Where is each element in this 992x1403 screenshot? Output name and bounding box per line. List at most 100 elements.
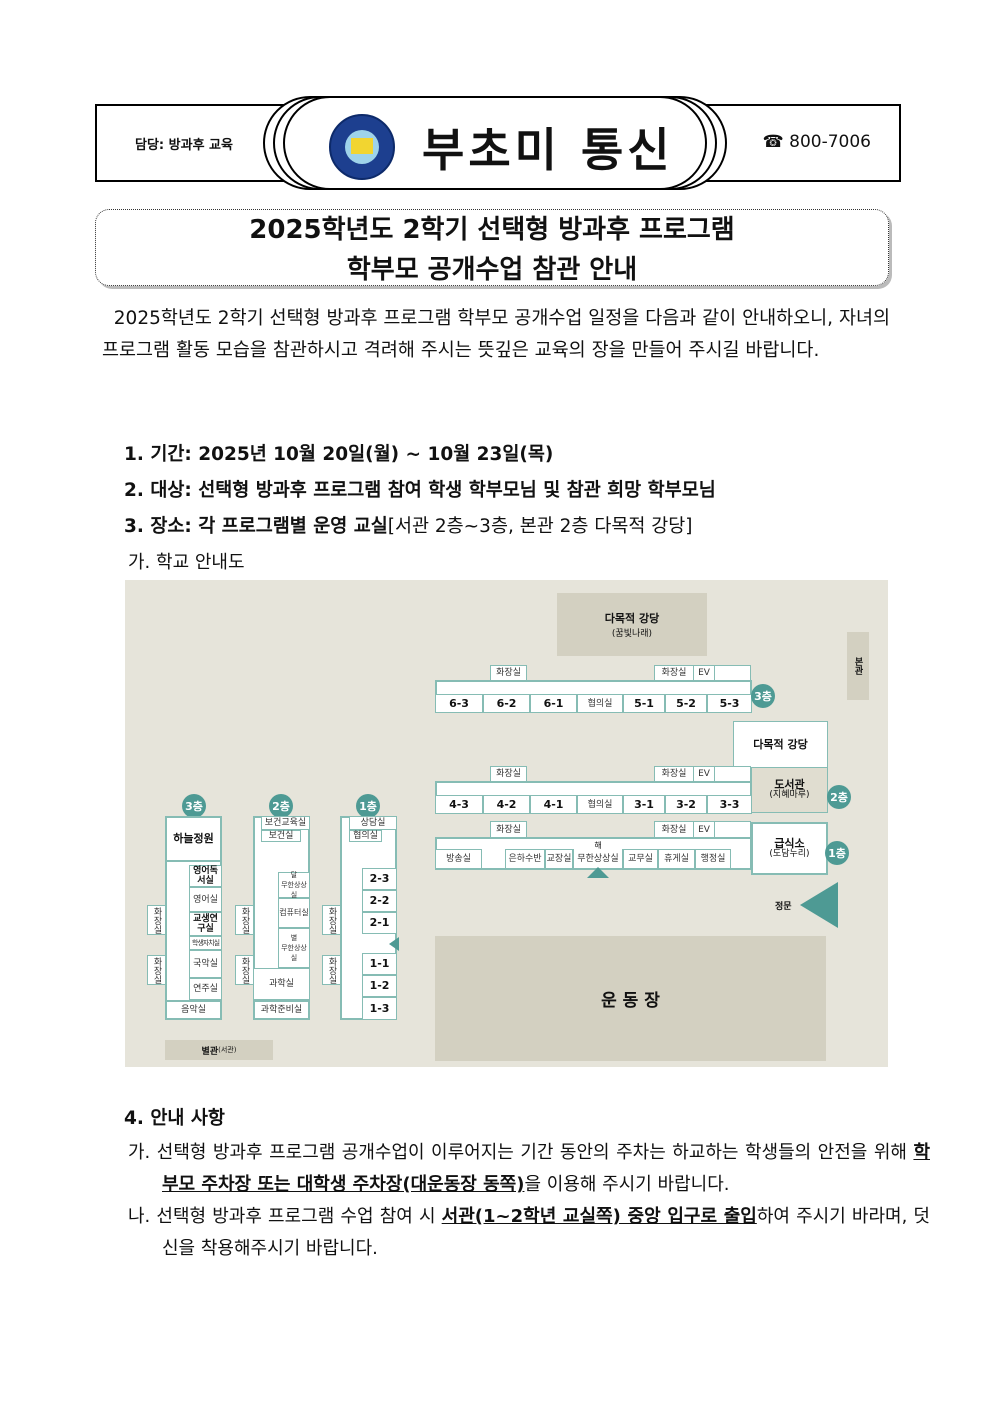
document-title: 2025학년도 2학기 선택형 방과후 프로그램 학부모 공개수업 참관 안내: [95, 209, 889, 286]
classroom: 5-3: [707, 694, 752, 713]
toilet: 화장실: [235, 955, 254, 985]
header-contact: 담당: 방과후 교육: [135, 138, 233, 153]
west-floor-badge-2: 2층: [269, 794, 293, 818]
header-phone: ☎ 800-7006: [762, 132, 871, 152]
parking-instruction: 학부모 주차장 또는 대학생 주차장(대운동장 동쪽): [162, 1142, 930, 1195]
room-blank: [714, 766, 751, 782]
cafeteria: 급식소(도담누리): [751, 822, 828, 875]
floor-badge-3: 3층: [751, 684, 775, 708]
admin-office: 행정실: [695, 849, 731, 869]
newsletter-title: 부초미 통신: [422, 123, 674, 177]
toilet: 화장실: [147, 955, 166, 985]
entrance-arrow-icon: [587, 867, 609, 878]
broadcast-room: 방송실: [435, 849, 482, 869]
classroom: 2-3: [362, 868, 397, 890]
title-line-1: 2025학년도 2학기 선택형 방과후 프로그램: [249, 215, 735, 245]
english-library: 영어독서실: [189, 865, 222, 887]
toilet: 화장실: [490, 665, 527, 681]
multipurpose-hall-top: 다목적 강당(꿈빛나래): [557, 593, 707, 656]
elevator: EV: [693, 665, 715, 681]
lounge: 휴게실: [658, 849, 695, 869]
korean-music-room: 국악실: [189, 950, 222, 978]
music-room: 음악실: [165, 1000, 222, 1020]
west-entrance-arrow-icon: [389, 937, 399, 951]
toilet: 화장실: [235, 905, 254, 935]
classroom: 2-2: [362, 890, 397, 912]
toilet: 화장실: [654, 665, 694, 681]
classroom: 3-3: [707, 795, 752, 814]
sky-garden: 하늘정원: [165, 816, 222, 862]
newsletter-header: 담당: 방과후 교육 부초미 통신 ☎ 800-7006: [95, 96, 901, 190]
practice-room: 연주실: [189, 978, 222, 1000]
principal-office: 교장실: [545, 849, 573, 869]
west-floor-badge-1: 1층: [356, 794, 380, 818]
science-room: 과학실: [253, 968, 310, 1000]
maker-room-sun: 무한상상실: [573, 849, 623, 869]
main-gate-label: 정문: [775, 902, 792, 912]
classroom: 3-1: [623, 795, 665, 814]
meeting-room: 협의실: [349, 830, 382, 842]
classroom: 5-2: [665, 694, 707, 713]
map-label: 가. 학교 안내도: [128, 552, 245, 573]
main-gate-arrow-icon: [800, 882, 838, 928]
toilet: 화장실: [490, 766, 527, 782]
place-bold: 3. 장소: 각 프로그램별 운영 교실: [124, 516, 388, 537]
main-building: 본관: [847, 632, 869, 700]
school-logo: [329, 114, 395, 180]
floor-badge-1: 1층: [825, 841, 849, 865]
floor-badge-2: 2층: [827, 785, 851, 809]
health-education-room: 보건교육실: [261, 816, 310, 830]
classroom: 6-3: [435, 694, 483, 713]
student-council-room: 학생자치실: [189, 936, 222, 950]
library: 도서관(지혜마루): [751, 767, 828, 813]
notice-item-b: 나. 선택형 방과후 프로그램 수업 참여 시 서관(1~2학년 교실쪽) 중앙…: [128, 1206, 930, 1259]
classroom: 4-2: [483, 795, 530, 814]
meeting-room: 협의실: [577, 795, 623, 814]
nurse-office: 보건실: [261, 830, 301, 842]
intro-paragraph: 2025학년도 2학기 선택형 방과후 프로그램 학부모 공개수업 일정을 다음…: [102, 308, 896, 361]
student-teacher-room: 교생연구실: [189, 912, 222, 936]
classroom: 1-1: [362, 953, 397, 975]
classroom: 4-3: [435, 795, 483, 814]
toilet: 화장실: [654, 821, 694, 838]
item-place: 3. 장소: 각 프로그램별 운영 교실[서관 2층~3층, 본관 2층 다목적…: [124, 512, 693, 538]
item-period: 1. 기간: 2025년 10월 20일(월) ~ 10월 23일(목): [124, 444, 554, 465]
toilet: 화장실: [322, 905, 341, 935]
toilet: 화장실: [654, 766, 694, 782]
toilet: 화장실: [490, 821, 527, 838]
room-blank: [714, 665, 751, 681]
classroom: 3-2: [665, 795, 707, 814]
elevator: EV: [693, 766, 715, 782]
classroom: 6-2: [483, 694, 530, 713]
west-floor-badge-3: 3층: [182, 794, 206, 818]
title-line-2: 학부모 공개수업 참관 안내: [346, 255, 638, 285]
school-map: 다목적 강당(꿈빛나래) 본관 화장실 화장실 EV 6-3 6-2 6-1 협…: [125, 580, 888, 1067]
english-room: 영어실: [189, 887, 222, 912]
place-detail: [서관 2층~3층, 본관 2층 다목적 강당]: [387, 516, 693, 537]
classroom: 4-1: [530, 795, 577, 814]
science-prep-room: 과학준비실: [253, 1000, 310, 1020]
elevator: EV: [693, 821, 715, 838]
entrance-instruction: 서관(1~2학년 교실쪽) 중앙 입구로 출입: [441, 1206, 757, 1227]
meeting-room: 협의실: [577, 694, 623, 713]
item-target: 2. 대상: 선택형 방과후 프로그램 참여 학생 학부모님 및 참관 희망 학…: [124, 480, 716, 501]
notice-item-a: 가. 선택형 방과후 프로그램 공개수업이 이루어지는 기간 동안의 주차는 하…: [128, 1142, 930, 1195]
classroom: 2-1: [362, 912, 397, 934]
classroom: 1-3: [362, 997, 397, 1020]
toilet: 화장실: [322, 955, 341, 985]
notice-heading: 4. 안내 사항: [124, 1108, 225, 1129]
toilet: 화장실: [147, 905, 166, 935]
computer-room: 컴퓨터실: [278, 898, 310, 928]
classroom: 1-2: [362, 975, 397, 997]
classroom: 6-1: [530, 694, 577, 713]
counseling-room: 상담실: [349, 816, 397, 830]
room-blank: [714, 821, 751, 838]
teachers-office: 교무실: [623, 849, 658, 869]
class-room-eunhasu: 은하수반: [505, 849, 545, 869]
playground: 운 동 장: [435, 936, 826, 1061]
maker-room-sun-label: 해: [594, 841, 602, 850]
classroom: 5-1: [623, 694, 665, 713]
